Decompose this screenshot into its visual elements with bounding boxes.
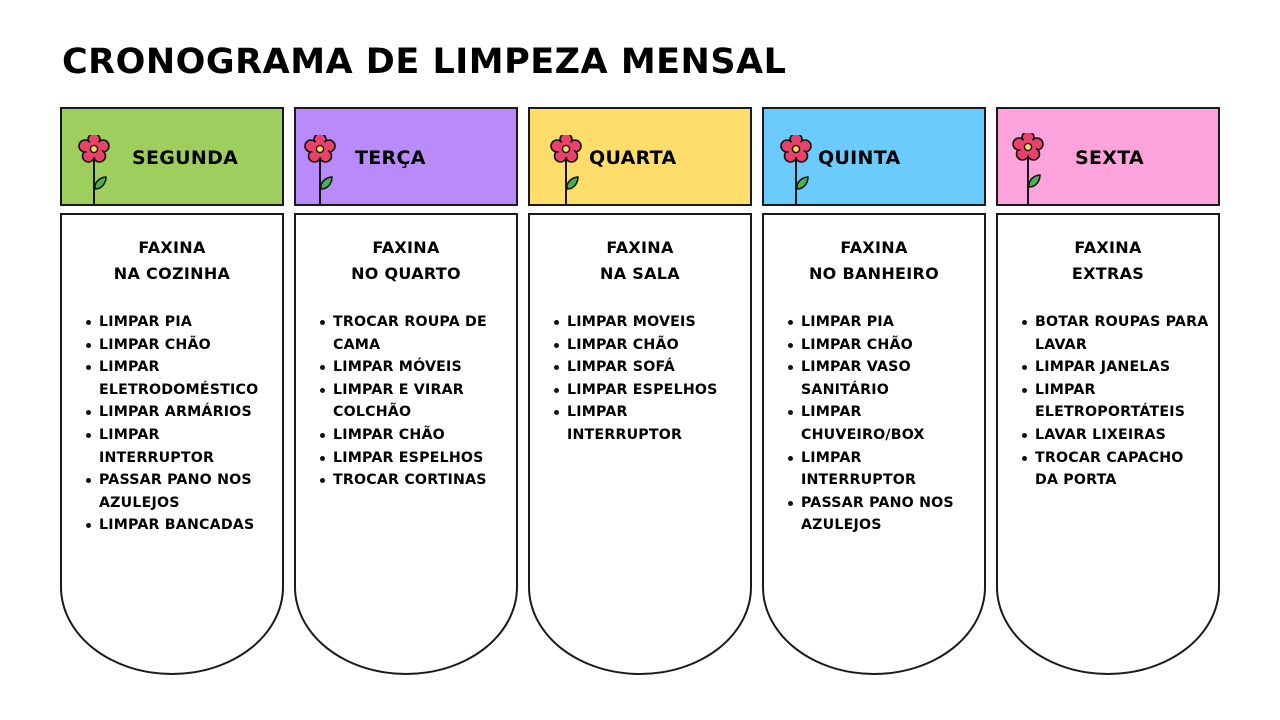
- page-title: CRONOGRAMA DE LIMPEZA MENSAL: [62, 42, 787, 82]
- flower-icon: [304, 135, 336, 204]
- day-name: TERÇA: [355, 147, 426, 169]
- flower-icon: [1012, 133, 1044, 204]
- task-item: PASSAR PANO NOS AZULEJOS: [782, 492, 980, 537]
- subtitle-line: NA COZINHA: [113, 264, 231, 283]
- day-card: FAXINA NA COZINHA LIMPAR PIA LIMPAR CHÃO …: [60, 213, 284, 675]
- card-subtitle: FAXINA NO BANHEIRO: [764, 235, 984, 287]
- subtitle-line: FAXINA: [138, 238, 206, 257]
- day-header: QUARTA: [528, 107, 752, 206]
- day-header: SEGUNDA: [60, 107, 284, 206]
- task-item: PASSAR PANO NOS AZULEJOS: [80, 469, 278, 514]
- day-column-terca: TERÇA FAXINA NO QUARTO TROCAR ROUPA DE CA…: [294, 107, 518, 675]
- task-item: LIMPAR PIA: [80, 311, 278, 334]
- day-column-quarta: QUARTA FAXINA NA SALA LIMPAR MOVEIS LIMPA…: [528, 107, 752, 675]
- subtitle-line: NO QUARTO: [351, 264, 461, 283]
- task-list: LIMPAR MOVEIS LIMPAR CHÃO LIMPAR SOFÁ LI…: [530, 311, 750, 447]
- flower-icon: [780, 135, 812, 204]
- task-item: LIMPAR CHÃO: [314, 424, 512, 447]
- flower-icon: [78, 135, 110, 204]
- task-item: LIMPAR ELETRODOMÉSTICO: [80, 356, 258, 401]
- subtitle-line: NA SALA: [600, 264, 680, 283]
- card-subtitle: FAXINA NA COZINHA: [62, 235, 282, 287]
- task-item: LIMPAR INTERRUPTOR: [80, 424, 278, 469]
- day-column-sexta: SEXTA FAXINA EXTRAS BOTAR ROUPAS PARA LAV…: [996, 107, 1220, 675]
- subtitle-line: FAXINA: [372, 238, 440, 257]
- day-name: QUARTA: [589, 147, 677, 169]
- subtitle-line: NO BANHEIRO: [808, 264, 940, 283]
- day-card: FAXINA NO QUARTO TROCAR ROUPA DE CAMA LIM…: [294, 213, 518, 675]
- flower-icon: [550, 135, 582, 204]
- day-column-segunda: SEGUNDA FAXINA NA COZINHA LIMPAR PIA LIMP…: [60, 107, 284, 675]
- card-subtitle: FAXINA EXTRAS: [998, 235, 1218, 287]
- task-item: LIMPAR SOFÁ: [548, 356, 746, 379]
- subtitle-line: EXTRAS: [1071, 264, 1145, 283]
- task-item: BOTAR ROUPAS PARA LAVAR: [1016, 311, 1214, 356]
- subtitle-line: FAXINA: [840, 238, 908, 257]
- day-name: SEGUNDA: [132, 147, 239, 169]
- task-item: TROCAR CAPACHO DA PORTA: [1016, 447, 1186, 492]
- day-card: FAXINA NO BANHEIRO LIMPAR PIA LIMPAR CHÃO…: [762, 213, 986, 675]
- day-header: TERÇA: [294, 107, 518, 206]
- task-item: TROCAR CORTINAS: [314, 469, 512, 492]
- task-item: LIMPAR CHÃO: [782, 334, 980, 357]
- task-item: LIMPAR ELETROPORTÁTEIS: [1016, 379, 1185, 424]
- task-item: LIMPAR VASO SANITÁRIO: [782, 356, 932, 401]
- task-list: LIMPAR PIA LIMPAR CHÃO LIMPAR ELETRODOMÉ…: [62, 311, 282, 537]
- task-item: LIMPAR INTERRUPTOR: [548, 401, 746, 446]
- day-card: FAXINA NA SALA LIMPAR MOVEIS LIMPAR CHÃO …: [528, 213, 752, 675]
- task-item: LIMPAR CHÃO: [548, 334, 746, 357]
- task-item: LAVAR LIXEIRAS: [1016, 424, 1214, 447]
- task-list: TROCAR ROUPA DE CAMA LIMPAR MÓVEIS LIMPA…: [296, 311, 516, 492]
- task-list: BOTAR ROUPAS PARA LAVAR LIMPAR JANELAS L…: [998, 311, 1218, 492]
- card-subtitle: FAXINA NA SALA: [530, 235, 750, 287]
- task-item: LIMPAR E VIRAR COLCHÃO: [314, 379, 484, 424]
- card-subtitle: FAXINA NO QUARTO: [296, 235, 516, 287]
- subtitle-line: FAXINA: [1074, 238, 1142, 257]
- subtitle-line: FAXINA: [606, 238, 674, 257]
- task-list: LIMPAR PIA LIMPAR CHÃO LIMPAR VASO SANIT…: [764, 311, 984, 537]
- task-item: LIMPAR BANCADAS: [80, 514, 278, 537]
- day-column-quinta: QUINTA FAXINA NO BANHEIRO LIMPAR PIA LIMP…: [762, 107, 986, 675]
- day-name: SEXTA: [1075, 147, 1145, 169]
- task-item: LIMPAR CHÃO: [80, 334, 278, 357]
- day-header: SEXTA: [996, 107, 1220, 206]
- task-item: TROCAR ROUPA DE CAMA: [314, 311, 512, 356]
- task-item: LIMPAR ARMÁRIOS: [80, 401, 278, 424]
- task-item: LIMPAR INTERRUPTOR: [782, 447, 980, 492]
- day-header: QUINTA: [762, 107, 986, 206]
- task-item: LIMPAR CHUVEIRO/BOX: [782, 401, 942, 446]
- day-card: FAXINA EXTRAS BOTAR ROUPAS PARA LAVAR LIM…: [996, 213, 1220, 675]
- day-name: QUINTA: [818, 147, 901, 169]
- task-item: LIMPAR MOVEIS: [548, 311, 746, 334]
- task-item: LIMPAR PIA: [782, 311, 980, 334]
- task-item: LIMPAR ESPELHOS: [548, 379, 746, 402]
- task-item: LIMPAR JANELAS: [1016, 356, 1214, 379]
- task-item: LIMPAR MÓVEIS: [314, 356, 512, 379]
- schedule-columns: SEGUNDA FAXINA NA COZINHA LIMPAR PIA LIMP…: [60, 107, 1220, 675]
- task-item: LIMPAR ESPELHOS: [314, 447, 512, 470]
